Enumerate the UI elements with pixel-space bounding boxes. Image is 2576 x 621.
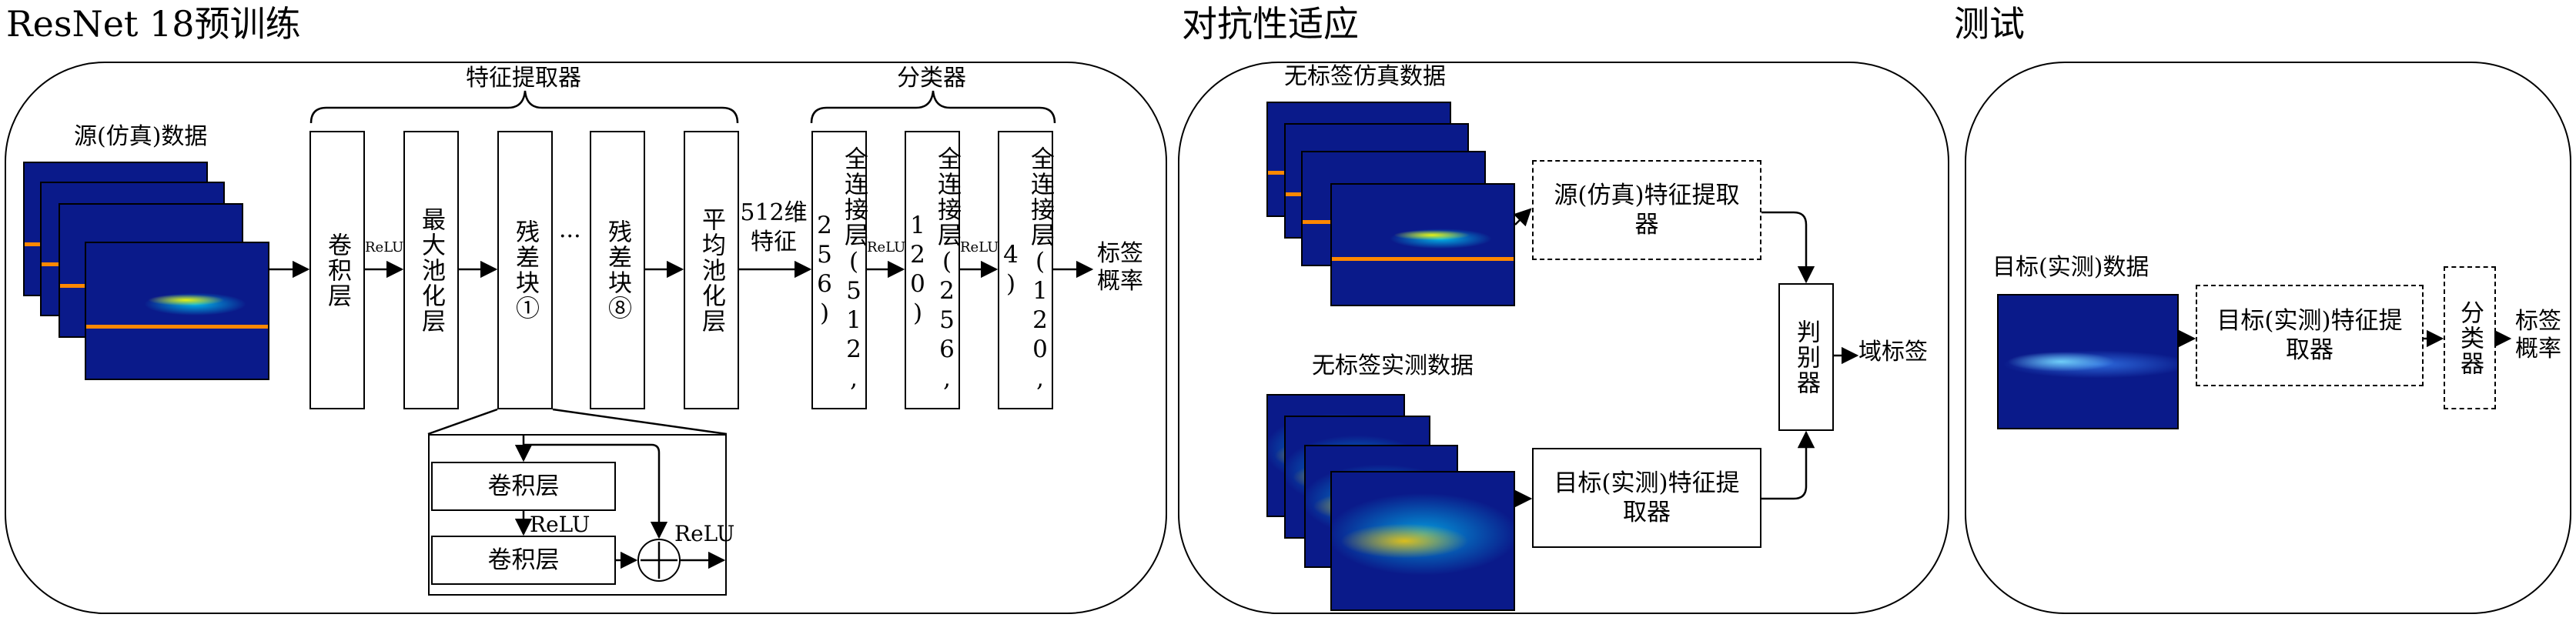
residual-relu-out: ReLU: [674, 521, 735, 546]
domain-label: 域标签: [1858, 339, 1928, 366]
unlabeled-sim-label: 无标签仿真数据: [1284, 63, 1446, 90]
residual-block-1: 残差块①: [497, 131, 553, 409]
classifier-label: 分类器: [897, 65, 966, 92]
adapt-title: 对抗性适应: [1182, 3, 1359, 45]
fc1-block: 全连接层(512, 256): [811, 131, 868, 409]
adapt-sim-spectrogram-4: [1330, 183, 1515, 306]
feature-extractor-brace: [309, 90, 739, 124]
pretrain-title: ResNet 18预训练: [6, 3, 301, 45]
unlabeled-real-label: 无标签实测数据: [1312, 352, 1474, 379]
relu-label-3: ReLU: [960, 239, 999, 255]
residual-conv-a-text: 卷积层: [487, 472, 560, 500]
source-data-label: 源(仿真)数据: [74, 123, 208, 150]
test-classifier-block: 分类器: [2444, 266, 2496, 409]
maxpool-text: 最大池化层: [417, 206, 445, 334]
test-target-feature-extractor-text: 目标(实测)特征提取器: [2216, 307, 2403, 364]
maxpool-block: 最大池化层: [403, 131, 459, 409]
fc2-text: 全连接层(256, 120): [904, 146, 961, 394]
residual-block-1-text: 残差块①: [511, 219, 539, 321]
test-target-feature-extractor: 目标(实测)特征提取器: [2196, 285, 2424, 386]
relu-label-1: ReLU: [365, 239, 404, 255]
test-output-label: 标签概率: [2515, 308, 2561, 362]
residual-conv-b: 卷积层: [431, 536, 616, 585]
discriminator-text: 判别器: [1792, 319, 1820, 396]
source-feature-extractor: 源(仿真)特征提取器: [1532, 160, 1761, 260]
feature-extractor-label: 特征提取器: [466, 65, 581, 92]
arrow-sim-to-source-fe: [1513, 208, 1532, 227]
residual-block-8-text: 残差块⑧: [604, 219, 631, 321]
test-classifier-text: 分类器: [2456, 299, 2484, 376]
arrow-target-fe-to-disc: [1761, 430, 1815, 500]
residual-relu-mid: ReLU: [530, 512, 590, 537]
fc2-block: 全连接层(256, 120): [904, 131, 961, 409]
source-spectrogram-4: [85, 242, 269, 380]
classifier-brace: [810, 90, 1056, 124]
avgpool-block: 平均池化层: [684, 131, 739, 409]
residual-detail-frame: [428, 434, 727, 596]
conv-layer-block: 卷积层: [309, 131, 365, 409]
arrow-source-fe-to-disc: [1761, 211, 1815, 284]
target-feature-extractor: 目标(实测)特征提取器: [1532, 448, 1761, 548]
avgpool-text: 平均池化层: [698, 206, 725, 334]
source-feature-extractor-text: 源(仿真)特征提取器: [1554, 182, 1740, 239]
residual-block-8: 残差块⑧: [590, 131, 645, 409]
pretrain-output-label: 标签概率: [1097, 240, 1143, 295]
conv-layer-text: 卷积层: [323, 232, 351, 309]
target-data-label: 目标(实测)数据: [1992, 254, 2149, 281]
res1-callout-right: [552, 408, 728, 436]
relu-label-2: ReLU: [867, 239, 906, 255]
test-spectrogram: [1997, 294, 2179, 429]
test-title: 测试: [1954, 3, 2025, 45]
feature-dim-label: 512维特征: [740, 199, 808, 255]
adapt-real-spectrogram-4: [1330, 471, 1515, 611]
residual-conv-b-text: 卷积层: [487, 546, 560, 574]
fc3-block: 全连接层(120, 4): [997, 131, 1054, 409]
discriminator-block: 判别器: [1778, 283, 1834, 431]
res-skip-connection: [524, 443, 668, 539]
fc3-text: 全连接层(120, 4): [997, 146, 1054, 394]
target-feature-extractor-text: 目标(实测)特征提取器: [1554, 469, 1740, 526]
ellipsis: ···: [559, 223, 581, 250]
fc1-text: 全连接层(512, 256): [811, 146, 868, 394]
residual-conv-a: 卷积层: [431, 462, 616, 511]
res1-callout-left: [427, 408, 498, 436]
